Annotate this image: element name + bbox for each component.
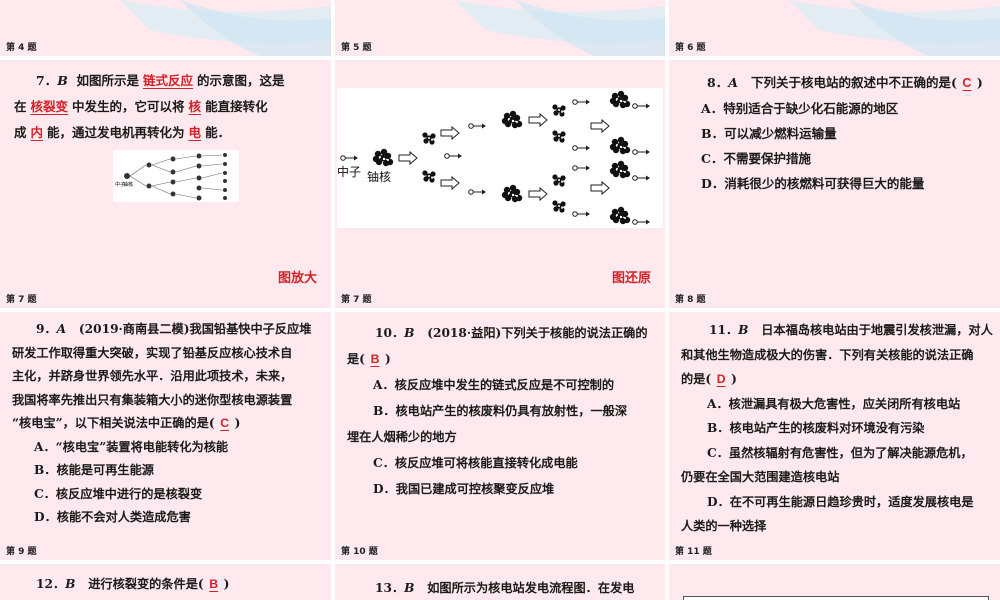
- slide-footer: 第 4 题: [6, 43, 37, 53]
- question-12-text: 12．B 进行核裂变的条件是(B): [36, 574, 326, 594]
- question-11-text: 11．B 日本福岛核电站由于地震引发核泄漏，对人 和其他生物造成极大的伤害．下列…: [681, 323, 993, 533]
- slide-q8: 8．A 下列关于核电站的叙述中不正确的是(C) A．特别适合于缺少化石能源的地区…: [669, 60, 1000, 308]
- question-13-text: 13．B 如图所示为核电站发电流程图．在发电: [375, 581, 635, 595]
- option-d: D．我国已建成可控核聚变反应堆: [373, 482, 555, 496]
- option-d: D．核能不会对人类造成危害: [34, 510, 191, 524]
- answer-blank-4: 内: [30, 126, 44, 140]
- slide-footer: 第 9 题: [6, 547, 37, 557]
- option-a: A．“核电宝”装置将电能转化为核能: [34, 439, 229, 454]
- slide-footer: 第 11 题: [675, 547, 712, 557]
- slide-q13: 13．B 如图所示为核电站发电流程图．在发电: [335, 564, 665, 600]
- slide-q12: 12．B 进行核裂变的条件是(B): [0, 564, 331, 600]
- option-c: C．核反应堆可将核能直接转化成电能: [373, 456, 578, 470]
- question-9-text: 9．A (2019·商南县二模)我国铅基快中子反应堆 研发工作取得重大突破，实现…: [12, 318, 328, 530]
- figure-frame-partial: [683, 596, 989, 600]
- question-10-text: 10．B (2018·益阳)下列关于核能的说法正确的 是(B) A．核反应堆中发…: [347, 326, 648, 496]
- option-d: D．在不可再生能源日趋珍贵时，适度发展核电是: [707, 494, 974, 509]
- option-c: C．虽然核辐射有危害性，但为了解决能源危机，: [707, 445, 973, 460]
- option-d: D．消耗很少的核燃料可获得巨大的能量: [701, 176, 925, 191]
- chain-reaction-svg: [340, 90, 651, 225]
- slide-footer: 第 5 题: [341, 43, 372, 53]
- option-b: B．核电站产生的核废料仍具有放射性，一般深: [373, 404, 628, 418]
- svg-text:铀核: 铀核: [123, 181, 133, 188]
- difficulty-letter: B: [57, 73, 68, 88]
- option-b: B．核能是可再生能源: [34, 463, 154, 477]
- slide-footer: 第 8 题: [675, 295, 706, 305]
- option-b-cont: 埋在人烟稀少的地方: [347, 430, 457, 444]
- option-b: B．可以减少燃料运输量: [701, 126, 837, 141]
- wave-decoration: [455, 0, 665, 56]
- option-a: A．核泄漏具有极大危害性，应关闭所有核电站: [707, 396, 961, 411]
- slide-q11: 11．B 日本福岛核电站由于地震引发核泄漏，对人 和其他生物造成极大的伤害．下列…: [669, 312, 1000, 560]
- slide-q9: 9．A (2019·商南县二模)我国铅基快中子反应堆 研发工作取得重大突破，实现…: [0, 312, 331, 560]
- question-number: 7．: [36, 73, 58, 88]
- answer-blank-5: 电: [188, 126, 202, 140]
- option-a: A．特别适合于缺少化石能源的地区: [701, 101, 899, 116]
- answer-9: C: [220, 416, 230, 430]
- answer-blank-1: 链式反应: [143, 74, 194, 88]
- option-c-cont: 仍要在全国大范围建造核电站: [681, 470, 840, 484]
- question-7-text: 7．B 如图所示是链式反应的示意图，这是 在核裂变中发生的，它可以将核能直接转化…: [14, 68, 324, 146]
- wave-decoration: [120, 0, 331, 56]
- slide-q7-large: 中子 铀核 图还原 第 7 题: [335, 60, 665, 308]
- option-d-cont: 人类的一种选择: [681, 519, 767, 533]
- slide-footer: 第 6 题: [675, 43, 706, 53]
- chain-reaction-thumbnail[interactable]: 中子 铀核: [113, 150, 239, 202]
- slide-q7-small: 7．B 如图所示是链式反应的示意图，这是 在核裂变中发生的，它可以将核能直接转化…: [0, 60, 331, 308]
- option-c: C．不需要保护措施: [701, 151, 811, 166]
- option-b: B．核电站产生的核废料对环境没有污染: [707, 421, 925, 435]
- slide-q10: 10．B (2018·益阳)下列关于核能的说法正确的 是(B) A．核反应堆中发…: [335, 312, 665, 560]
- slide-q6: 第 6 题: [669, 0, 1000, 56]
- wave-decoration: [789, 0, 1000, 56]
- slide-footer: 第 7 题: [6, 295, 37, 305]
- enlarge-image-link[interactable]: 图放大: [277, 271, 317, 286]
- chain-reaction-thumbnail-svg: 中子 铀核: [115, 153, 227, 201]
- answer-11: D: [716, 372, 726, 386]
- option-c: C．核反应堆中进行的是核裂变: [34, 486, 203, 501]
- answer-12: B: [209, 577, 219, 591]
- answer-10: B: [370, 352, 380, 366]
- slide-footer: 第 7 题: [341, 295, 372, 305]
- slide-q14: [669, 564, 1000, 600]
- answer-blank-3: 核: [188, 100, 202, 114]
- option-a: A．核反应堆中发生的链式反应是不可控制的: [373, 378, 615, 392]
- answer-8: C: [962, 76, 972, 90]
- answer-blank-2: 核裂变: [30, 100, 69, 114]
- slide-footer: 第 10 题: [341, 547, 378, 557]
- label-uranium: 铀核: [367, 170, 392, 184]
- label-neutron: 中子: [337, 165, 362, 179]
- slide-q5: 第 5 题: [335, 0, 665, 56]
- svg-text:中子: 中子: [115, 181, 125, 188]
- question-8-text: 8．A 下列关于核电站的叙述中不正确的是(C) A．特别适合于缺少化石能源的地区…: [693, 70, 993, 196]
- slide-q4: 第 4 题: [0, 0, 331, 56]
- restore-image-link[interactable]: 图还原: [611, 271, 651, 286]
- chain-reaction-diagram: 中子 铀核: [337, 88, 663, 228]
